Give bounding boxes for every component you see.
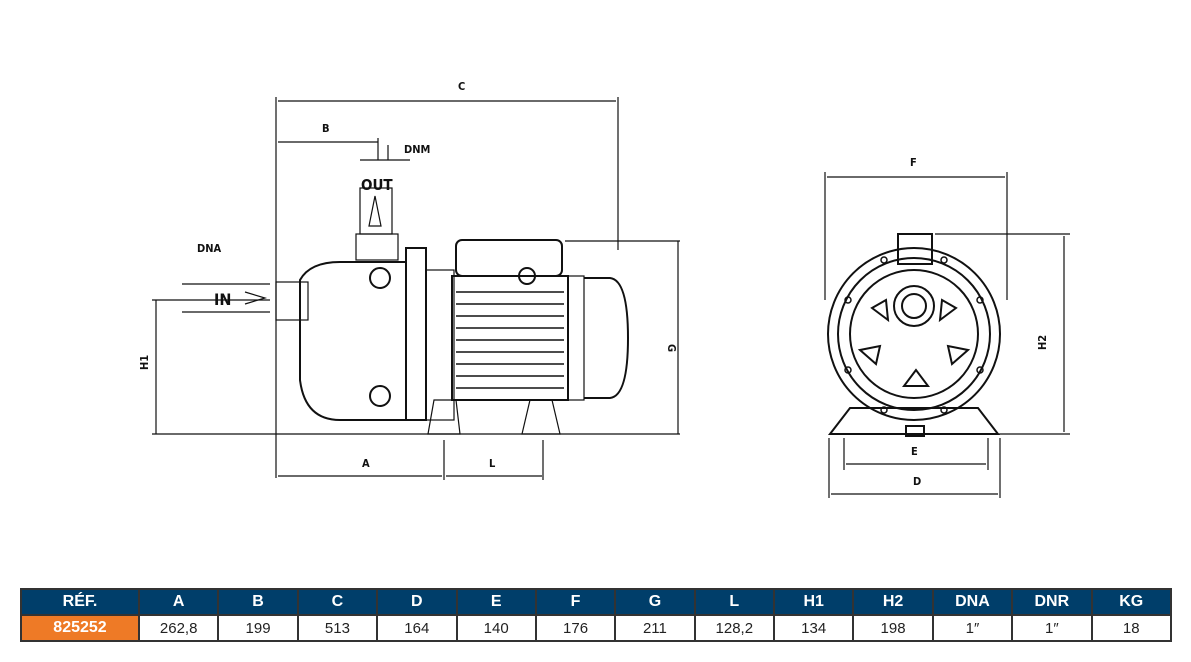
cell-d: 164 [376,614,458,642]
header-h1: H1 [772,588,855,616]
svg-text:E: E [911,445,918,458]
cell-f: 176 [534,614,617,642]
svg-text:G: G [665,344,678,352]
header-d: D [376,588,458,616]
cell-dnr: 1″ [1011,614,1093,642]
cell-h1: 134 [772,614,855,642]
header-f: F [534,588,617,616]
cell-g: 211 [614,614,696,642]
header-ref: RÉF. [20,588,140,616]
svg-text:F: F [910,156,917,169]
header-g: G [614,588,696,616]
svg-text:D: D [913,475,921,488]
table-header-row: RÉF. A B C D E F G L H1 H2 DNA DNR KG [20,588,1172,616]
svg-text:H2: H2 [1036,335,1049,350]
header-h2: H2 [852,588,934,616]
cell-kg: 18 [1090,614,1172,642]
cell-l: 128,2 [693,614,776,642]
svg-text:L: L [489,457,496,470]
front-view-labels: F H2 E D [910,156,1049,488]
svg-text:OUT: OUT [361,176,393,194]
svg-text:DNA: DNA [197,242,222,255]
header-a: A [137,588,220,616]
side-view-labels: C B DNM OUT DNA IN H1 G A L [138,80,678,470]
svg-text:IN: IN [214,290,231,309]
cell-ref: 825252 [20,614,140,642]
svg-text:C: C [458,80,465,93]
header-dna: DNA [931,588,1014,616]
svg-text:A: A [362,457,370,470]
header-kg: KG [1090,588,1172,616]
cell-b: 199 [217,614,299,642]
side-view-dimensions [152,97,680,480]
pump-front-view [827,233,1001,437]
pump-side-view [275,187,630,435]
svg-text:B: B [322,122,330,135]
cell-e: 140 [455,614,537,642]
header-b: B [217,588,299,616]
header-l: L [693,588,776,616]
cell-dna: 1″ [931,614,1014,642]
cell-c: 513 [296,614,379,642]
pump-dimension-drawing: C B DNM OUT DNA IN H1 G A L F H2 [138,80,1070,498]
svg-text:H1: H1 [138,355,151,370]
header-dnr: DNR [1011,588,1093,616]
header-e: E [455,588,537,616]
svg-text:DNM: DNM [404,143,430,156]
front-view-dimensions [824,172,1070,498]
cell-h2: 198 [852,614,934,642]
dimensions-table: RÉF. A B C D E F G L H1 H2 DNA DNR KG 82… [20,588,1172,642]
header-c: C [296,588,379,616]
table-row: 825252 262,8 199 513 164 140 176 211 128… [20,614,1172,642]
cell-a: 262,8 [137,614,220,642]
